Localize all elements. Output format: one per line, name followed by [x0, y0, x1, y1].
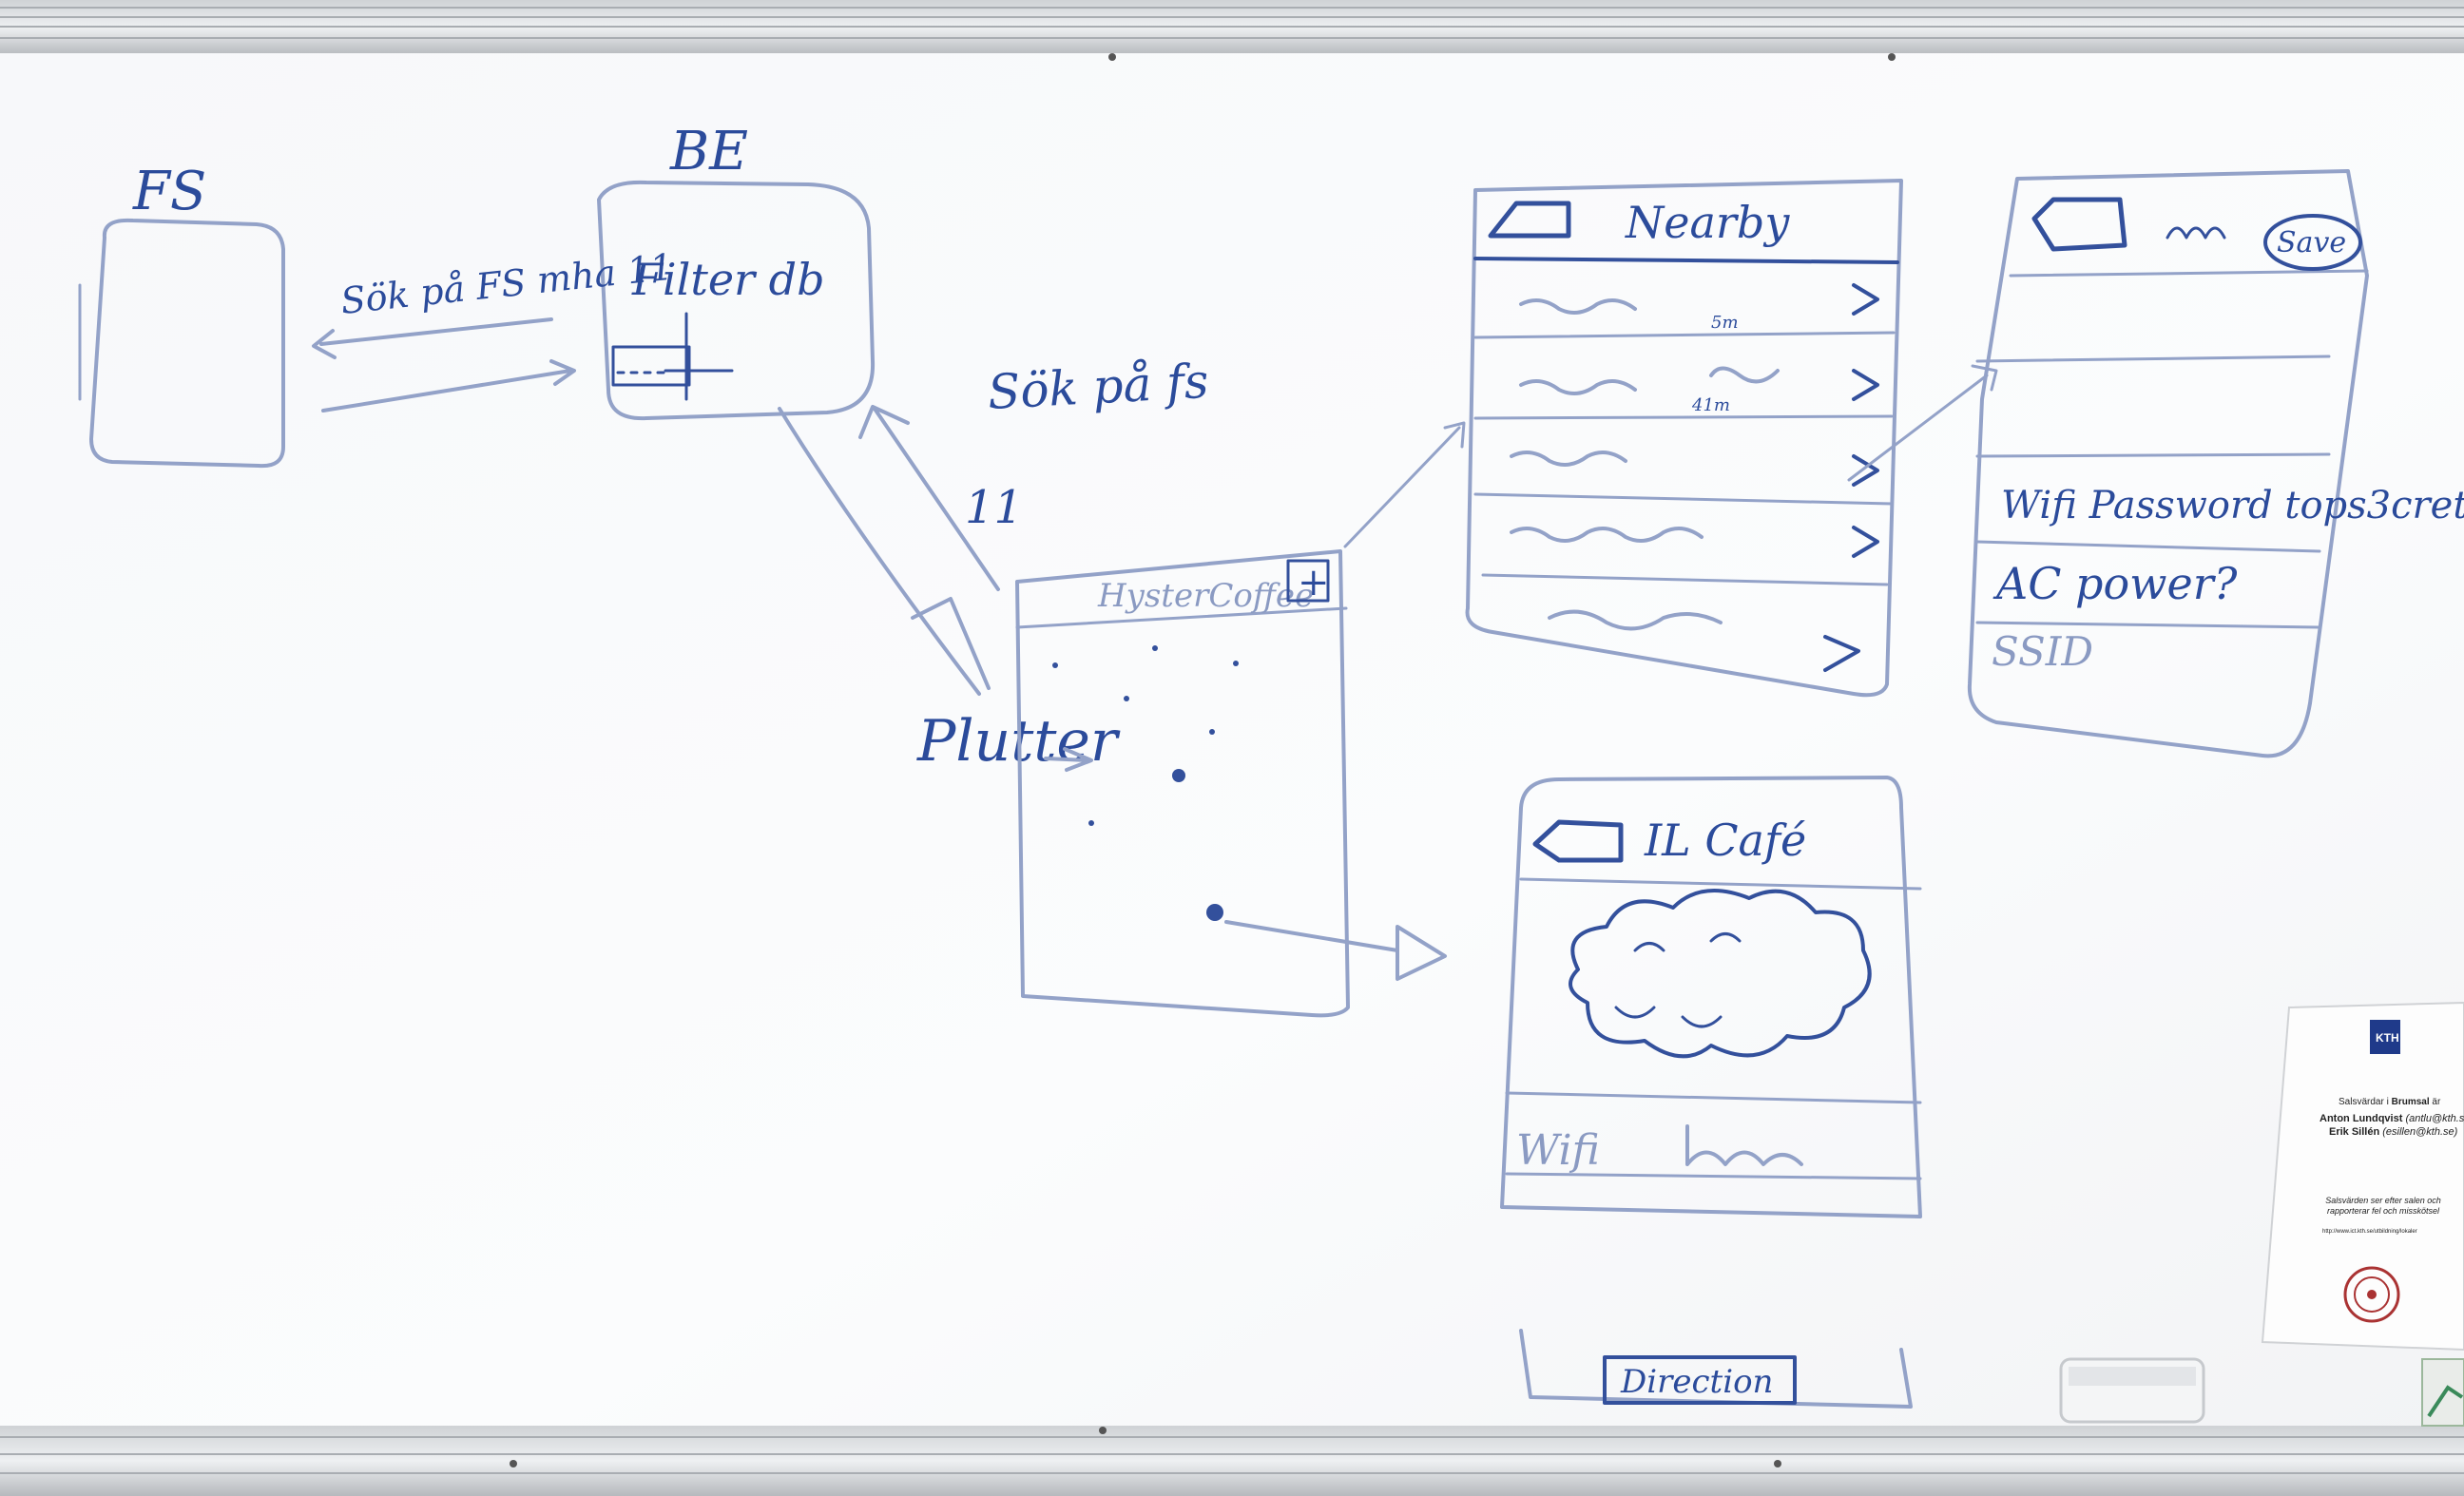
sok-label: Sök på fs: [987, 354, 1210, 420]
board-surface: [0, 53, 2464, 1431]
kth-seal: [2343, 1266, 2400, 1323]
be-label: BE: [669, 121, 748, 182]
cafe-wifi: Wifi: [1516, 1126, 1600, 1175]
cafe-wifi-scribble: [1685, 1124, 1803, 1166]
map-nearby-arrow: [1343, 421, 1466, 548]
notice-line1: Salsvärdar i Brumsal är: [2339, 1097, 2441, 1107]
eraser: [2059, 1357, 2205, 1424]
be-box: BE Filter db: [597, 121, 876, 421]
distance-1: 5m: [1711, 313, 1739, 333]
nearby-detail-arrow: [1847, 364, 1998, 482]
notice-url: http://www.ict.kth.se/utbildning/lokaler: [2322, 1229, 2417, 1235]
distance-2: 41m: [1691, 395, 1730, 415]
notice-person1: Anton Lundqvist (antlu@kth.se): [2320, 1113, 2464, 1124]
map-plus[interactable]: +: [1298, 561, 1330, 604]
fs-box: FS: [78, 161, 285, 469]
detail-screen-sketch: Save Wifi Password tops3cret AC power? S…: [1967, 169, 2464, 758]
fs-label: FS: [132, 161, 206, 222]
frame-stripes: [0, 7, 2464, 39]
plutter-arrow: [1044, 747, 1093, 772]
svg-text:KTH: KTH: [2376, 1031, 2399, 1045]
detail-save[interactable]: Save: [2277, 226, 2346, 259]
kth-logo: KTH: [2370, 1020, 2400, 1054]
cafe-screen-sketch: IL Café Wifi Direction: [1500, 776, 1922, 1409]
nearby-title: Nearby: [1625, 197, 1790, 248]
posted-notice: KTH Salsvärdar i Brumsal är Anton Lundqv…: [2261, 1001, 2464, 1352]
notice-body: Salsvärden ser efter salen och rapporter…: [2325, 1196, 2441, 1216]
eleven-label: 11: [965, 481, 1023, 534]
cafe-title: IL Café: [1644, 815, 1806, 866]
cafe-direction[interactable]: Direction: [1620, 1363, 1773, 1401]
detail-line2: AC power?: [1992, 558, 2238, 609]
nearby-screen-sketch: Nearby 5m 41m: [1465, 179, 1903, 698]
map-screen-sketch: HysterCoffee +: [1015, 549, 1447, 1018]
be-map-arrows: [778, 405, 1000, 696]
be-text: Filter db: [631, 254, 825, 305]
notice-person2: Erik Sillén (esillen@kth.se): [2329, 1126, 2458, 1138]
detail-line1: Wifi Password tops3cret: [2001, 484, 2464, 527]
detail-line3: SSID: [1992, 628, 2093, 675]
map-screen-title: HysterCoffee: [1097, 577, 1314, 615]
